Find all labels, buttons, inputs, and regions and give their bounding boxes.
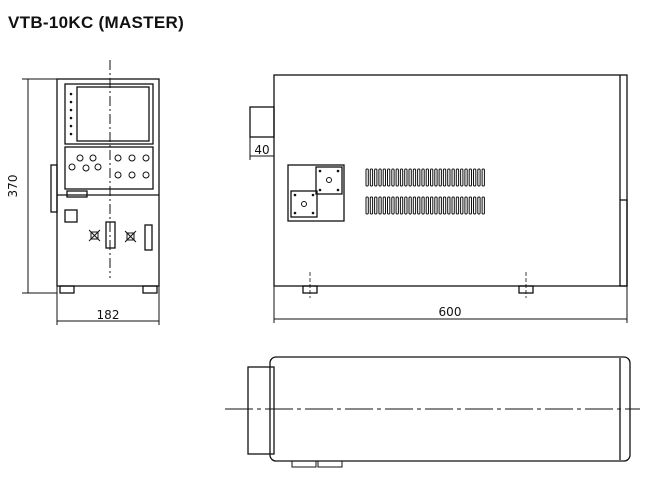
width-dimension bbox=[56, 286, 160, 325]
depth-dimension-label: 600 bbox=[439, 305, 462, 319]
vent-slot bbox=[430, 196, 434, 215]
vent-slot bbox=[399, 168, 404, 187]
top-view bbox=[225, 356, 640, 468]
vent-slot bbox=[417, 168, 421, 187]
vent-slot bbox=[395, 196, 399, 215]
rear-protrusion bbox=[249, 106, 275, 138]
power-switch bbox=[64, 209, 78, 223]
vent-slot bbox=[447, 196, 451, 215]
monitor-screen-bezel bbox=[64, 83, 154, 145]
vent-slot bbox=[408, 168, 412, 187]
vent-slot bbox=[395, 168, 399, 187]
vent-slot bbox=[374, 196, 378, 215]
vent-slot bbox=[399, 196, 404, 215]
vent-slot bbox=[473, 168, 477, 187]
vent-slot bbox=[464, 196, 468, 215]
vent-slot bbox=[412, 196, 417, 215]
vent-slot bbox=[473, 196, 477, 215]
vent-slot bbox=[417, 196, 421, 215]
control-knobs-left bbox=[68, 154, 102, 172]
vent-slot bbox=[468, 196, 473, 215]
vent-slot bbox=[430, 168, 434, 187]
top-foot-right bbox=[317, 460, 343, 468]
vent-slot bbox=[468, 168, 473, 187]
width-dimension-label: 182 bbox=[97, 308, 120, 322]
vent-slot bbox=[481, 196, 485, 215]
vent-slot bbox=[369, 168, 374, 187]
side-front-lower-edge bbox=[619, 199, 628, 287]
vent-slot bbox=[382, 168, 387, 187]
front-foot-right bbox=[142, 285, 158, 294]
screen-side-buttons bbox=[69, 92, 73, 136]
vent-slot bbox=[460, 168, 464, 187]
vent-slot bbox=[404, 196, 408, 215]
top-foot-left bbox=[291, 460, 317, 468]
terminal-screws bbox=[293, 169, 340, 215]
depth-dimension bbox=[273, 286, 628, 323]
vent-slot bbox=[464, 168, 468, 187]
vent-slot bbox=[447, 168, 451, 187]
terminal-post-lower bbox=[301, 201, 307, 207]
height-dimension bbox=[22, 78, 57, 294]
vent-slot bbox=[481, 168, 485, 187]
monitor-screen bbox=[76, 86, 150, 142]
height-dimension-label: 370 bbox=[6, 175, 20, 198]
vent-slot bbox=[451, 196, 455, 215]
side-body-outline bbox=[273, 74, 628, 287]
side-terminal-plate-lower bbox=[290, 190, 318, 218]
vent-slot bbox=[369, 196, 374, 215]
vent-slot bbox=[425, 168, 430, 187]
protrusion-dimension bbox=[249, 137, 274, 160]
vent-slot bbox=[391, 196, 395, 215]
vent-slot bbox=[477, 168, 481, 187]
side-handle bbox=[50, 164, 58, 213]
vent-slot bbox=[365, 168, 369, 187]
side-panel-plate bbox=[287, 164, 345, 222]
side-vents-lower bbox=[365, 196, 485, 215]
vent-slot bbox=[404, 168, 408, 187]
vent-slot bbox=[382, 196, 387, 215]
vent-slot bbox=[378, 196, 382, 215]
vent-slot bbox=[378, 168, 382, 187]
control-panel bbox=[64, 146, 154, 190]
top-rear-protrusion bbox=[247, 366, 275, 455]
drawing-title: VTB-10KC (MASTER) bbox=[8, 13, 185, 32]
vent-slot bbox=[434, 196, 438, 215]
vent-slot bbox=[408, 196, 412, 215]
side-view bbox=[249, 74, 628, 298]
side-vents-upper bbox=[365, 168, 485, 187]
vent-slot bbox=[455, 196, 460, 215]
vent-slot bbox=[421, 168, 425, 187]
control-knobs-right bbox=[114, 154, 150, 179]
vent-slot bbox=[455, 168, 460, 187]
front-foot-left bbox=[59, 285, 75, 294]
vent-slot bbox=[434, 168, 438, 187]
vent-slot bbox=[442, 196, 447, 215]
front-view bbox=[50, 60, 160, 294]
vent-slot bbox=[460, 196, 464, 215]
vent-slot bbox=[477, 196, 481, 215]
vent-slot bbox=[438, 168, 442, 187]
vent-slot bbox=[387, 196, 391, 215]
vent-slot bbox=[421, 196, 425, 215]
connector-sockets bbox=[88, 229, 137, 243]
vent-slot bbox=[387, 168, 391, 187]
protrusion-dimension-label: 40 bbox=[254, 143, 269, 157]
vent-slot bbox=[365, 196, 369, 215]
vent-slot bbox=[438, 196, 442, 215]
front-label-plate bbox=[66, 190, 88, 198]
vent-slot bbox=[374, 168, 378, 187]
side-terminal-plate-upper bbox=[315, 166, 343, 195]
vent-slot bbox=[391, 168, 395, 187]
vent-slot bbox=[451, 168, 455, 187]
front-body-outline bbox=[56, 78, 160, 287]
vent-slot bbox=[425, 196, 430, 215]
vent-slot bbox=[412, 168, 417, 187]
vent-slot bbox=[442, 168, 447, 187]
connector-right bbox=[144, 224, 153, 251]
terminal-post-upper bbox=[326, 177, 332, 183]
